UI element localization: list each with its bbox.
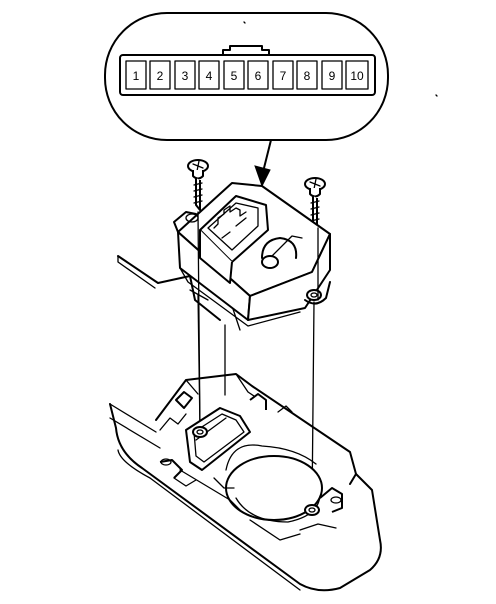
connector-pin-row: 1 2 3 4 5 6 7 8 9 10 (125, 60, 369, 90)
pin-cell: 1 (125, 60, 147, 90)
pin-cell: 2 (149, 60, 171, 90)
left-screw (187, 159, 209, 211)
base-tray (109, 373, 382, 592)
control-unit (173, 182, 331, 327)
pin-number: 3 (182, 69, 189, 83)
connector-lock-tab (222, 45, 270, 56)
pin-cell: 8 (296, 60, 318, 90)
pin-number: 8 (304, 69, 311, 83)
pin-cell: 7 (272, 60, 294, 90)
pin-cell: 6 (247, 60, 269, 90)
stray-mark (243, 21, 246, 24)
pin-number: 4 (206, 69, 213, 83)
connector-callout: 1 2 3 4 5 6 7 8 9 10 (104, 12, 389, 141)
left-screw-hole (192, 426, 208, 438)
pin-number: 5 (231, 69, 238, 83)
pin-number: 10 (350, 69, 364, 83)
pin-cell: 9 (321, 60, 343, 90)
pin-number: 9 (329, 69, 336, 83)
pin-number: 6 (255, 69, 262, 83)
pin-number: 2 (157, 69, 164, 83)
right-screw-hole (304, 504, 320, 516)
pin-cell: 5 (223, 60, 245, 90)
stray-mark (435, 94, 438, 97)
pin-cell: 4 (198, 60, 220, 90)
callout-arrow (254, 139, 272, 188)
pin-number: 1 (133, 69, 140, 83)
pin-cell: 3 (174, 60, 196, 90)
pin-cell: 10 (345, 60, 369, 90)
pin-number: 7 (280, 69, 287, 83)
